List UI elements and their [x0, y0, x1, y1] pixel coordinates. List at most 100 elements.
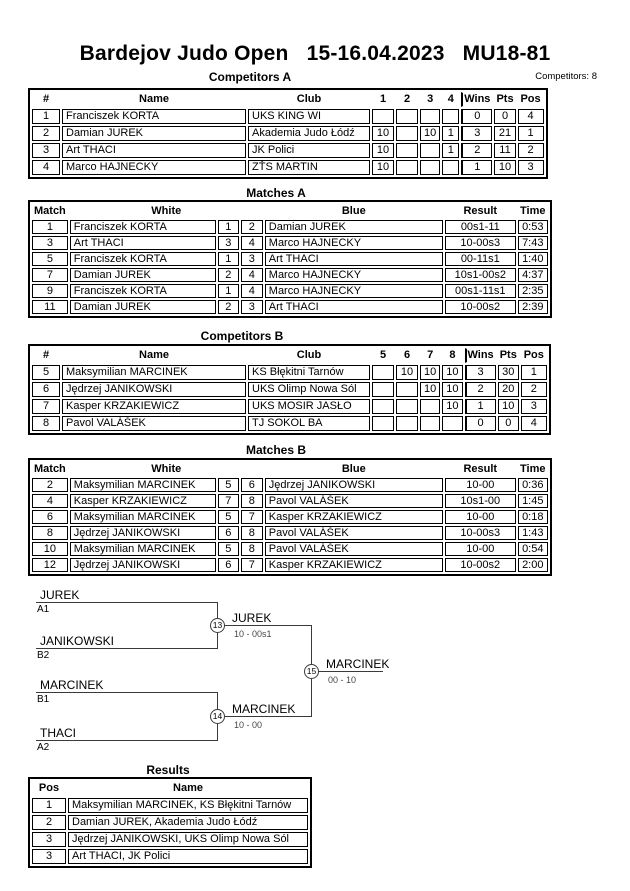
competitors-header-row: # Name Club 1 2 3 4 Wins Pts Pos	[32, 92, 544, 107]
col-wins: Wins	[461, 92, 492, 107]
event-name: Bardejov Judo Open	[79, 42, 289, 65]
result-row: 1 Maksymilian MARCINEK, KS Błękitni Tarn…	[32, 798, 308, 813]
matches-a-table: Match White Blue Result Time 1 Francisze…	[28, 200, 552, 318]
competitor-wins: 0	[461, 109, 493, 124]
white-competitor: Damian JUREK	[69, 300, 216, 314]
match-number: 4	[32, 494, 68, 508]
round-robin-result: 10	[420, 365, 441, 380]
round-robin-result	[420, 399, 441, 414]
matches-header-row: Match White Blue Result Time	[32, 204, 548, 218]
match-time: 1:43	[517, 526, 548, 540]
col-pos: Pos	[520, 93, 541, 105]
round-robin-result: 10	[420, 382, 441, 397]
bracket-line	[318, 671, 383, 672]
match-number: 11	[32, 300, 68, 314]
blue-competitor: Kasper KRZAKIEWICZ	[264, 558, 443, 572]
match-result: 00s1-11	[444, 220, 516, 234]
round-robin-result	[372, 416, 394, 431]
col-blue: Blue	[341, 205, 366, 217]
match-result: 10-00s3	[444, 236, 516, 250]
section-title-matches-b: Matches B	[245, 443, 307, 457]
white-competitor: Damian JUREK	[69, 268, 216, 282]
competitor-name: Franciszek KORTA	[62, 109, 246, 124]
competitor-number: 8	[32, 416, 60, 431]
competitor-points: 0	[497, 416, 519, 431]
match-row: 9 Franciszek KORTA 1 4 Marco HAJNECKY 00…	[32, 284, 548, 298]
competitor-wins: 0	[464, 416, 496, 431]
match-row: 1 Franciszek KORTA 1 2 Damian JUREK 00s1…	[32, 220, 548, 234]
white-competitor: Franciszek KORTA	[69, 252, 216, 266]
match-row: 4 Kasper KRZAKIEWICZ 7 8 Pavol VALÁŠEK 1…	[32, 494, 548, 508]
match-number-badge: 13	[210, 618, 225, 633]
round-robin-result	[396, 416, 418, 431]
bracket-entrant-name: MARCINEK	[40, 678, 104, 692]
white-number: 5	[217, 542, 239, 556]
white-number: 1	[217, 252, 239, 266]
competitor-club: UKS MOSIR JASŁO	[248, 399, 370, 414]
final-competitor: Maksymilian MARCINEK, KS Błękitni Tarnów	[68, 798, 308, 813]
competitor-wins: 1	[464, 399, 496, 414]
white-number: 2	[217, 300, 239, 314]
round-robin-result	[420, 416, 441, 431]
competitors-b-table: # Name Club 5 6 7 8 Wins Pts Pos 5 Maksy…	[28, 344, 551, 435]
bracket-match-score: 00 - 10	[328, 675, 357, 685]
match-time: 4:37	[517, 268, 548, 282]
bracket-line	[36, 602, 217, 603]
bracket-line	[36, 740, 217, 741]
competitor-club: JK Polici	[248, 143, 370, 158]
competitor-row: 5 Maksymilian MARCINEK KS Błękitni Tarnó…	[32, 365, 547, 380]
blue-number: 7	[240, 510, 263, 524]
match-time: 0:53	[517, 220, 548, 234]
round-robin-result: 1	[442, 126, 460, 141]
competitor-points: 30	[497, 365, 519, 380]
white-competitor: Maksymilian MARCINEK	[69, 478, 216, 492]
competitor-club: KS Błękitni Tarnów	[248, 365, 370, 380]
competitor-number: 2	[32, 126, 60, 141]
match-row: 10 Maksymilian MARCINEK 5 8 Pavol VALÁŠE…	[32, 542, 548, 556]
match-time: 0:36	[517, 478, 548, 492]
match-time: 7:43	[517, 236, 548, 250]
round-robin-result	[396, 109, 418, 124]
bracket-entrant-seed: A2	[37, 742, 50, 753]
competitor-row: 3 Art THACI JK Polici 10 1 2 11 2	[32, 143, 544, 158]
round-robin-result: 10	[420, 126, 441, 141]
match-row: 8 Jędrzej JANIKOWSKI 6 8 Pavol VALÁŠEK 1…	[32, 526, 548, 540]
round-robin-result	[442, 416, 463, 431]
white-competitor: Maksymilian MARCINEK	[69, 542, 216, 556]
col-opp-5: 5	[379, 349, 387, 361]
round-robin-result	[420, 109, 441, 124]
match-number: 6	[32, 510, 68, 524]
match-result: 10s1-00s2	[444, 268, 516, 282]
match-time: 1:45	[517, 494, 548, 508]
bracket-winner-name: JUREK	[232, 611, 272, 625]
match-result: 10s1-00	[444, 494, 516, 508]
final-position: 1	[32, 798, 66, 813]
results-header-row: Pos Name	[32, 781, 308, 796]
bracket-line	[36, 648, 217, 649]
round-robin-result: 1	[442, 143, 460, 158]
weight-category: MU18-81	[462, 42, 551, 65]
white-competitor: Art THACI	[69, 236, 216, 250]
white-number: 6	[217, 558, 239, 572]
section-title-matches-a: Matches A	[246, 186, 306, 200]
competitor-name: Pavol VALÁŠEK	[62, 416, 246, 431]
blue-number: 6	[240, 478, 263, 492]
blue-number: 3	[240, 300, 263, 314]
col-name: Name	[139, 93, 169, 105]
match-time: 2:39	[517, 300, 548, 314]
section-title-results: Results	[146, 763, 190, 777]
col-opp-3: 3	[427, 93, 434, 105]
white-number: 1	[217, 220, 239, 234]
match-result: 10-00	[444, 510, 516, 524]
blue-competitor: Art THACI	[264, 300, 443, 314]
white-competitor: Franciszek KORTA	[69, 284, 216, 298]
round-robin-result: 10	[396, 365, 418, 380]
round-robin-result	[396, 399, 418, 414]
competitor-position: 4	[517, 109, 544, 124]
bracket-entrant-name: JUREK	[40, 588, 80, 602]
competitor-points: 21	[494, 126, 516, 141]
col-result: Result	[463, 463, 498, 475]
white-number: 1	[217, 284, 239, 298]
match-result: 10-00s2	[444, 300, 516, 314]
col-blue: Blue	[341, 463, 366, 475]
